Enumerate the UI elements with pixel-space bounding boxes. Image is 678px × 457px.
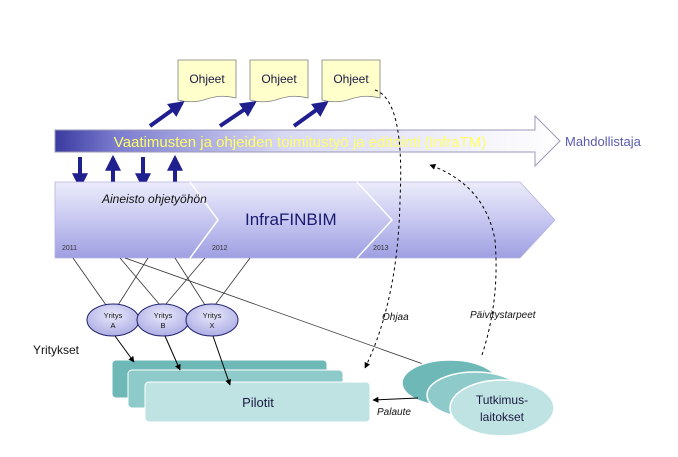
program-chevrons: Aineisto ohjetyöhön InfraFINBIM 2011 201…	[54, 181, 556, 259]
company-a-line1: Yritys	[104, 311, 123, 320]
pilots-label: Pilotit	[242, 395, 274, 410]
company-b-line1: Yritys	[154, 311, 173, 320]
flow-guides: Ohjaa	[364, 89, 409, 369]
company-to-pilot-arrows	[114, 335, 232, 386]
enabler-label: Mahdollistaja	[565, 134, 642, 149]
company-x-line2: X	[209, 321, 214, 330]
year-2012: 2012	[212, 245, 228, 252]
arrows-to-docs	[148, 101, 329, 128]
company-x: Yritys X	[185, 303, 239, 337]
flow-feedback: Palaute	[372, 396, 419, 418]
pilots-stack: Pilotit	[111, 359, 371, 423]
doc-ohjeet-2: Ohjeet	[249, 59, 309, 103]
doc-label: Ohjeet	[333, 72, 369, 86]
research-line2: laitokset	[480, 410, 525, 424]
year-2013: 2013	[373, 245, 389, 252]
flow-feedback-label: Palaute	[377, 407, 411, 418]
banner-title: Vaatimusten ja ohjeiden toimitustyö ja e…	[114, 134, 486, 151]
company-connectors	[72, 257, 441, 371]
flow-guides-label: Ohjaa	[382, 312, 409, 323]
year-2011: 2011	[62, 245, 77, 252]
company-a: Yritys A	[86, 303, 140, 337]
doc-label: Ohjeet	[189, 72, 225, 86]
research-institutes: Tutkimus- laitokset	[401, 359, 555, 437]
company-b-line2: B	[160, 321, 165, 330]
company-a-line2: A	[110, 321, 115, 330]
flow-update-needs: Päivitystarpeet	[429, 164, 537, 356]
program-title: InfraFINBIM	[245, 210, 337, 229]
company-x-line1: Yritys	[203, 311, 222, 320]
companies-group-label: Yritykset	[33, 343, 80, 357]
company-b: Yritys B	[136, 303, 190, 337]
program-sublabel: Aineisto ohjetyöhön	[101, 192, 207, 206]
doc-ohjeet-3: Ohjeet	[321, 59, 381, 103]
flow-update-needs-label: Päivitystarpeet	[470, 310, 537, 321]
doc-ohjeet-1: Ohjeet	[177, 59, 237, 103]
banner-arrow: Vaatimusten ja ohjeiden toimitustyö ja e…	[54, 114, 642, 168]
research-line1: Tutkimus-	[476, 393, 528, 407]
doc-label: Ohjeet	[261, 72, 297, 86]
